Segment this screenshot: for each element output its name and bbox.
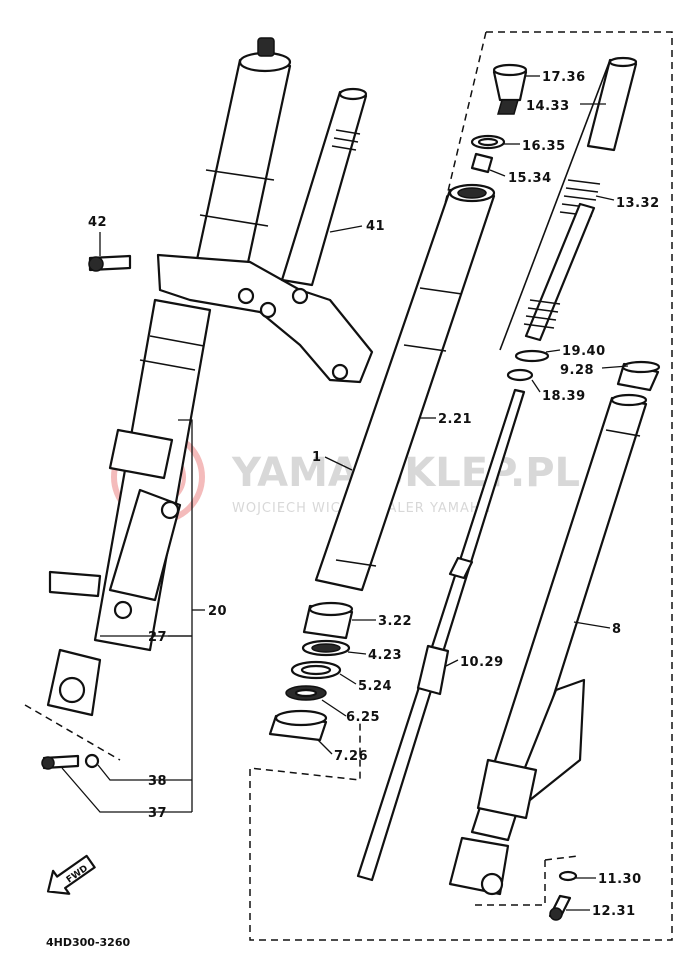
callout-9-28: 9.28 <box>560 363 594 378</box>
callout-4-23: 4.23 <box>368 648 402 663</box>
callout-42: 42 <box>88 215 107 230</box>
callout-3-22: 3.22 <box>378 614 412 629</box>
callout-11-30: 11.30 <box>598 872 642 887</box>
callout-37: 37 <box>148 806 167 821</box>
callout-12-31: 12.31 <box>592 904 636 919</box>
cap-bolt-17 <box>492 70 528 102</box>
inner-tube-2-21 <box>314 183 496 592</box>
left-fork-assembly <box>24 37 374 770</box>
leader-lines <box>61 75 629 911</box>
callout-17-36: 17.36 <box>542 70 586 85</box>
callout-10-29: 10.29 <box>460 655 504 670</box>
callout-13-32: 13.32 <box>616 196 660 211</box>
outer-tube-8 <box>448 360 661 921</box>
fork-cap-bolt <box>257 37 275 57</box>
callout-2-21: 2.21 <box>438 412 472 427</box>
damper-rod <box>356 388 526 882</box>
callout-8: 8 <box>612 622 622 637</box>
steering-stem <box>280 90 368 287</box>
callout-7-26: 7.26 <box>334 749 368 764</box>
diagram-code: 4HD300-3260 <box>46 936 130 949</box>
callout-1: 1 <box>312 450 322 465</box>
callout-5-24: 5.24 <box>358 679 392 694</box>
fwd-arrow-icon: FWD <box>46 854 96 895</box>
washer-38 <box>84 753 100 769</box>
washer-11 <box>558 870 578 882</box>
callout-19-40: 19.40 <box>562 344 606 359</box>
callout-20: 20 <box>208 604 227 619</box>
group-outline <box>249 31 673 941</box>
callout-6-25: 6.25 <box>346 710 380 725</box>
callout-38: 38 <box>148 774 167 789</box>
callout-labels: 17.36 14.33 16.35 15.34 13.32 42 41 19.4… <box>88 70 660 919</box>
callout-15-34: 15.34 <box>508 171 552 186</box>
callout-41: 41 <box>366 219 385 234</box>
seal-stack <box>268 601 354 742</box>
callout-18-39: 18.39 <box>542 389 586 404</box>
fork-top-parts <box>470 56 638 382</box>
callout-14-33: 14.33 <box>526 99 570 114</box>
dust-seal-band <box>108 428 174 480</box>
callout-27: 27 <box>148 630 167 645</box>
callout-16-35: 16.35 <box>522 139 566 154</box>
under-bracket <box>156 253 374 384</box>
